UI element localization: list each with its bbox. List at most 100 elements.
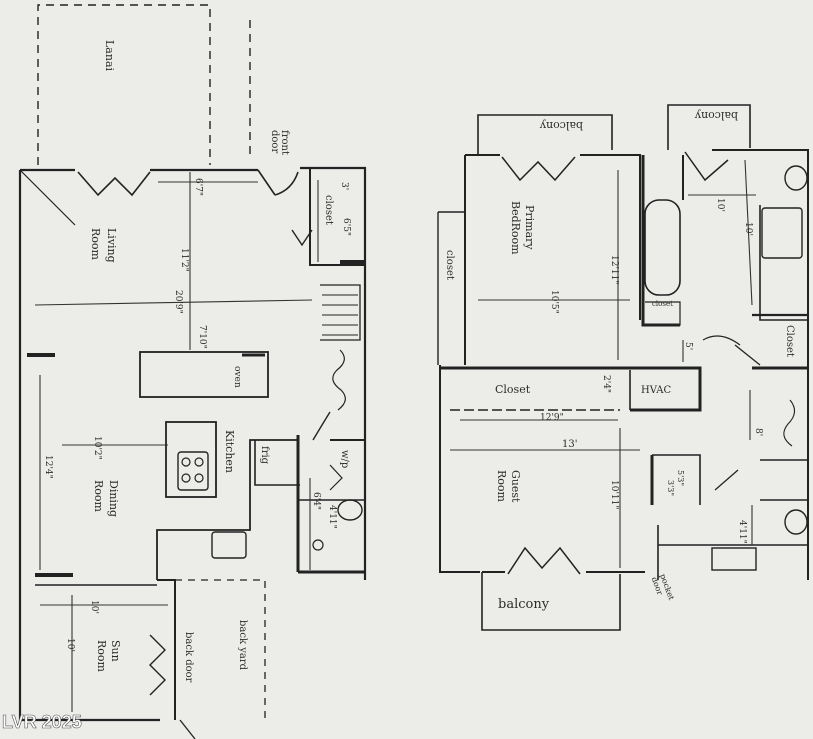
stair-break-mark <box>332 349 346 411</box>
watermark-text: LVR 2025 <box>2 712 82 732</box>
first-floor-plan <box>18 4 367 739</box>
dim-label-11-2: 11'2" <box>179 248 189 272</box>
kitchen-counter <box>156 439 298 580</box>
pantry-door <box>312 411 331 441</box>
guest-room-label: GuestRoom <box>495 470 522 503</box>
dim-line-10-side <box>744 159 753 306</box>
dim-label-3-3: 3'3" <box>666 480 675 496</box>
dim-label-10-v: 10' <box>65 638 75 652</box>
fridge-wall <box>254 440 300 486</box>
stair-treads <box>322 294 358 336</box>
bathtub <box>644 199 681 296</box>
primary-french-door <box>501 156 576 182</box>
pocket-door-wall <box>657 525 808 580</box>
burner <box>194 473 204 483</box>
closet-left-label: closet <box>444 250 455 280</box>
front-door-swing <box>257 169 299 196</box>
living-room-label: LivingRoom <box>89 228 118 263</box>
dim-label-13: 13' <box>562 439 577 450</box>
sink <box>211 531 247 559</box>
living-room-french-door <box>77 171 151 197</box>
back-yard-label: back yard <box>237 620 248 671</box>
back-door-label: back door <box>183 632 194 683</box>
dim-label-20-9: 20'9" <box>173 290 183 314</box>
closet-left-outline <box>437 211 465 365</box>
bath-wall <box>296 435 365 574</box>
first-floor-labels: Lanai frontdoor closet 3' 6'5" LivingRoo… <box>43 40 351 683</box>
front-door-label: frontdoor <box>269 130 290 155</box>
corner-diagonal <box>19 169 76 226</box>
dim-label-12-9: 12'9" <box>540 413 564 423</box>
closet-wall <box>309 168 365 266</box>
oven-label: oven <box>232 366 242 388</box>
balcony-top-left-outline <box>477 114 613 155</box>
sun-room-label: SunRoom <box>95 640 122 673</box>
burner <box>194 457 204 467</box>
balcony-top-right-outline <box>667 104 751 150</box>
vanity-wall <box>759 205 808 321</box>
balcony-right-door <box>684 151 729 182</box>
stairs-outline <box>320 284 361 341</box>
balcony-bottom-outline <box>481 572 621 631</box>
kitchen-island <box>165 421 217 498</box>
lanai-label: Lanai <box>103 40 116 72</box>
dim-label-4-11-upper: 4'11" <box>737 520 747 544</box>
balcony-top-right-label: balcony <box>694 109 738 122</box>
dim-label-2-4: 2'4" <box>601 375 611 393</box>
second-floor-dimensions <box>450 159 756 568</box>
dim-label-10a: 10' <box>715 198 725 212</box>
middle-corridor-walls <box>440 366 808 412</box>
guest-left-wall <box>439 365 480 573</box>
dim-label-12-4: 12'4" <box>43 455 53 479</box>
dim-label-5: 5' <box>683 342 693 350</box>
lanai-outline <box>37 4 211 165</box>
dim-label-10-11: 10'11" <box>609 480 619 510</box>
dim-label-5-3: 5'3" <box>676 470 685 486</box>
sun-room-door <box>149 634 166 696</box>
back-door-swing <box>179 719 196 739</box>
guest-bath-walls <box>760 459 808 501</box>
dim-label-7-10: 7'10" <box>197 325 207 349</box>
kitchen-label: Kitchen <box>223 430 236 473</box>
closet-right-label: Closet <box>784 325 795 357</box>
dim-label-4-11: 4'11" <box>327 505 337 529</box>
dim-label-6-7: 6'7" <box>193 178 203 196</box>
guest-shower <box>652 454 701 505</box>
guest-bath-door <box>714 469 739 491</box>
toilet-lower <box>784 509 808 535</box>
vanity-lower <box>711 547 757 571</box>
primary-bedroom-label: PrimaryBedRoom <box>509 201 536 255</box>
closet-small-label: closet <box>652 300 673 308</box>
dim-label-10-2: 10'2" <box>92 436 102 460</box>
wip-label: w/p <box>339 450 350 468</box>
closet-small <box>645 301 681 326</box>
closet-dim-3: 3' <box>339 182 349 190</box>
vanity-upper <box>761 207 803 259</box>
toilet-upper <box>784 165 808 191</box>
second-floor-plan <box>437 104 809 631</box>
balcony-bottom-label: balcony <box>498 597 550 612</box>
dim-label-8: 8' <box>753 428 763 436</box>
door-swing-hall <box>702 335 741 346</box>
burner <box>181 473 191 483</box>
burner <box>181 457 191 467</box>
wall-stubs <box>27 353 73 577</box>
pantry-door-2 <box>329 464 343 491</box>
dim-label-12-11: 12'11" <box>609 255 619 285</box>
toilet <box>337 499 363 521</box>
exterior-wall-left <box>18 170 160 722</box>
dining-room-label: DiningRoom <box>92 480 120 517</box>
dim-label-10-h: 10' <box>89 600 99 614</box>
dim-line-20-9 <box>34 299 313 306</box>
closet-middle-label: Closet <box>495 383 531 396</box>
exterior-wall-top-right <box>20 166 367 580</box>
cooktop <box>177 451 209 491</box>
exterior-walls-top <box>465 149 809 580</box>
dim-label-10-5: 10'5" <box>549 290 559 314</box>
guest-french-door <box>507 546 581 575</box>
first-floor-dimensions <box>34 172 319 712</box>
dim-label-6-4: 6'4" <box>311 492 321 510</box>
oven-counter <box>139 351 269 398</box>
door-swing-closet <box>734 344 761 366</box>
